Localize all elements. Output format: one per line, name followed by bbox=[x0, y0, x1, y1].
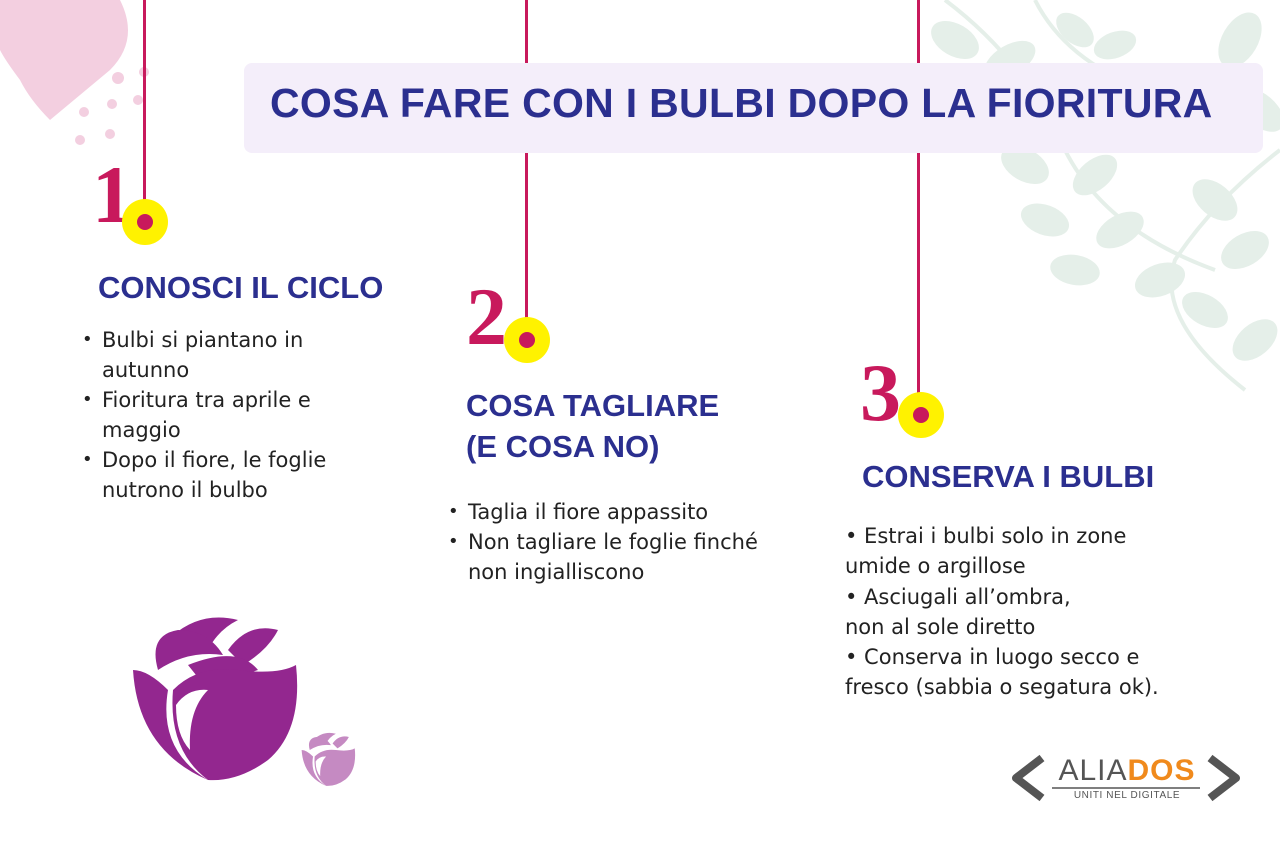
logo-wordmark: ALIADOS bbox=[1052, 754, 1202, 788]
logo-tagline: UNITI NEL DIGITALE bbox=[1073, 790, 1181, 801]
list-item: Taglia il fiore appassito bbox=[448, 497, 758, 527]
step-line-3-5: • Conserva in luogo secco e bbox=[845, 645, 1140, 669]
hanging-line-2b bbox=[525, 153, 528, 339]
step-heading-3: CONSERVA I BULBI bbox=[862, 459, 1155, 494]
step-heading-2-line1: COSA TAGLIARE bbox=[466, 388, 720, 423]
hanging-line-1 bbox=[143, 0, 146, 216]
step-heading-1: CONOSCI IL CICLO bbox=[98, 270, 384, 305]
step-heading-2-line2: (E COSA NO) bbox=[466, 429, 660, 464]
page-title: COSA FARE CON I BULBI DOPO LA FIORITURA bbox=[270, 80, 1213, 126]
hanging-line-3 bbox=[917, 0, 920, 63]
list-item: Dopo il fiore, le foglie nutrono il bulb… bbox=[82, 445, 372, 505]
step-list-2: Taglia il fiore appassito Non tagliare l… bbox=[448, 497, 758, 587]
title-banner bbox=[244, 63, 1263, 153]
step-dot-2 bbox=[504, 317, 550, 363]
list-item: Fioritura tra aprile e maggio bbox=[82, 385, 372, 445]
list-item: Bulbi si piantano in autunno bbox=[82, 325, 372, 385]
step-dot-1 bbox=[122, 199, 168, 245]
step-line-3-4: non al sole diretto bbox=[845, 615, 1036, 639]
step-number-2: 2 bbox=[466, 271, 507, 362]
petal-icon bbox=[0, 0, 149, 145]
rose-icon bbox=[133, 617, 298, 781]
list-item: Non tagliare le foglie finché non ingial… bbox=[448, 527, 758, 587]
step-list-1: Bulbi si piantano in autunno Fioritura t… bbox=[82, 325, 372, 505]
step-number-3: 3 bbox=[860, 347, 901, 438]
step-line-3-6: fresco (sabbia o segatura ok). bbox=[845, 675, 1159, 699]
logo-part2: DOS bbox=[1127, 754, 1196, 787]
step-line-3-2: umide o argillose bbox=[845, 554, 1026, 578]
aliados-logo: ALIADOS UNITI NEL DIGITALE bbox=[1012, 752, 1240, 810]
step-line-3-1: • Estrai i bulbi solo in zone bbox=[845, 524, 1127, 548]
logo-chevrons-icon bbox=[1012, 754, 1240, 802]
step-line-3-3: • Asciugali all’ombra, bbox=[845, 585, 1071, 609]
small-rose-icon bbox=[301, 732, 356, 786]
logo-part1: ALIA bbox=[1058, 754, 1128, 787]
leaf-branch-icon bbox=[931, 0, 1280, 392]
step-dot-3 bbox=[898, 392, 944, 438]
hanging-line-3b bbox=[917, 153, 920, 411]
hanging-line-2 bbox=[525, 0, 528, 63]
